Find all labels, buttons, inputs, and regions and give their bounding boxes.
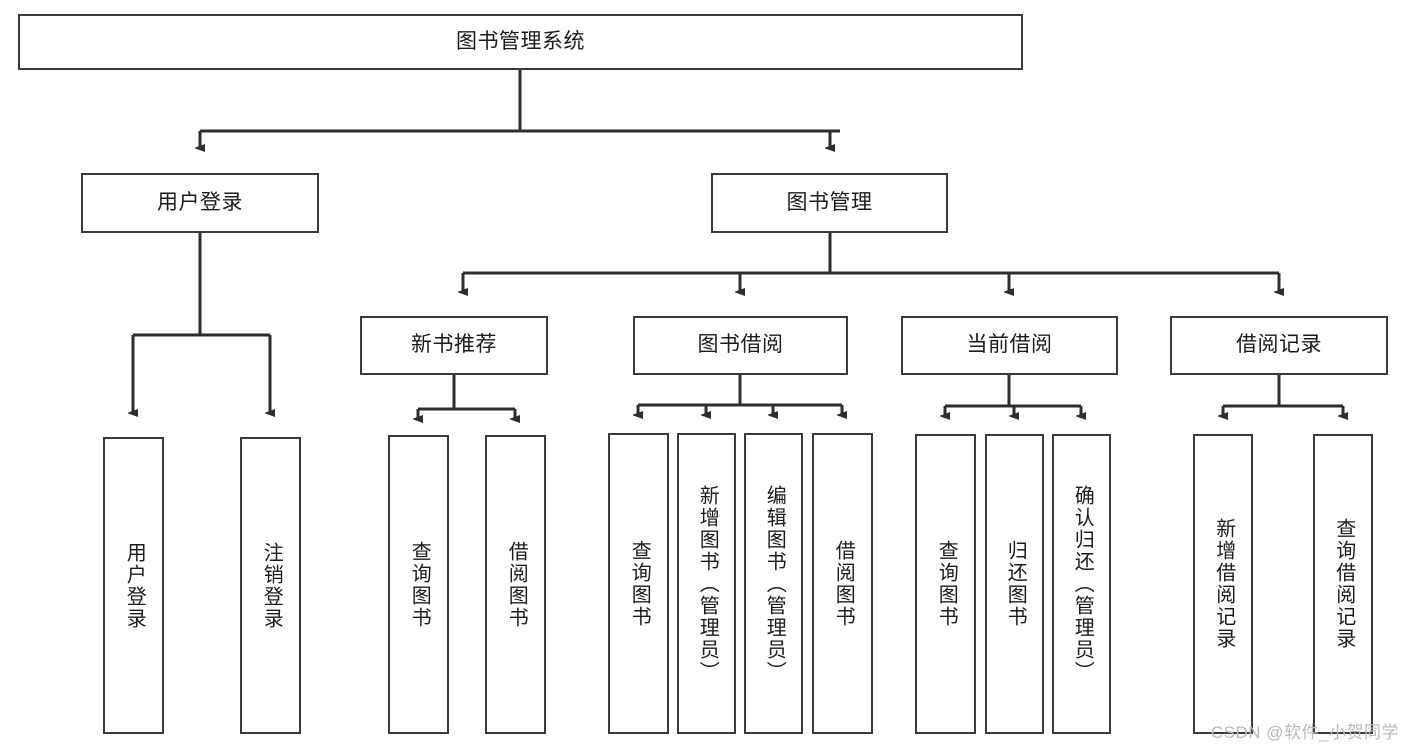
leaf-return-book-label: 归还图书 <box>1004 540 1027 628</box>
leaf-user-logout-label: 注销登录 <box>260 541 283 630</box>
leaf-query-book-1[interactable]: 查询图书 <box>388 435 449 734</box>
leaf-return-book[interactable]: 归还图书 <box>985 434 1044 734</box>
node-user-login[interactable]: 用户登录 <box>81 173 319 233</box>
leaf-query-book-3[interactable]: 查询图书 <box>915 434 976 734</box>
leaf-query-book-3-label: 查询图书 <box>935 540 958 628</box>
leaf-user-login-label: 用户登录 <box>123 541 146 630</box>
node-book-borrow[interactable]: 图书借阅 <box>633 316 848 375</box>
leaf-borrow-book-2-label: 借阅图书 <box>832 539 855 628</box>
node-current-borrow-label: 当前借阅 <box>966 333 1053 357</box>
leaf-query-record[interactable]: 查询借阅记录 <box>1313 434 1373 734</box>
leaf-confirm-return[interactable]: 确认归还（管理员） <box>1052 434 1111 734</box>
leaf-add-record-label: 新增借阅记录 <box>1212 518 1235 650</box>
leaf-add-book[interactable]: 新增图书（管理员） <box>677 433 736 734</box>
node-book-manage[interactable]: 图书管理 <box>711 173 948 233</box>
leaf-edit-book[interactable]: 编辑图书（管理员） <box>744 433 803 734</box>
node-borrow-record[interactable]: 借阅记录 <box>1170 316 1388 375</box>
leaf-add-book-label: 新增图书（管理员） <box>696 484 719 683</box>
leaf-query-book-2[interactable]: 查询图书 <box>608 433 669 734</box>
watermark-text: CSDN @软件_小贺同学 <box>1210 723 1399 742</box>
node-root[interactable]: 图书管理系统 <box>18 14 1023 70</box>
node-user-login-label: 用户登录 <box>157 190 243 214</box>
leaf-user-login[interactable]: 用户登录 <box>103 437 164 734</box>
node-book-borrow-label: 图书借阅 <box>697 333 784 357</box>
leaf-query-book-2-label: 查询图书 <box>628 539 651 628</box>
leaf-confirm-return-label: 确认归还（管理员） <box>1071 485 1094 683</box>
leaf-add-record[interactable]: 新增借阅记录 <box>1193 434 1253 734</box>
leaf-user-logout[interactable]: 注销登录 <box>240 437 301 734</box>
node-borrow-record-label: 借阅记录 <box>1236 333 1322 357</box>
node-current-borrow[interactable]: 当前借阅 <box>901 316 1118 375</box>
leaf-query-book-1-label: 查询图书 <box>408 540 431 629</box>
node-new-book-rec-label: 新书推荐 <box>411 333 497 357</box>
leaf-edit-book-label: 编辑图书（管理员） <box>763 484 786 683</box>
node-new-book-rec[interactable]: 新书推荐 <box>360 316 548 375</box>
node-book-manage-label: 图书管理 <box>786 190 873 214</box>
leaf-borrow-book-1-label: 借阅图书 <box>505 540 528 629</box>
node-root-label: 图书管理系统 <box>456 29 585 53</box>
leaf-borrow-book-2[interactable]: 借阅图书 <box>812 433 873 734</box>
leaf-query-record-label: 查询借阅记录 <box>1332 518 1355 650</box>
leaf-borrow-book-1[interactable]: 借阅图书 <box>485 435 546 734</box>
